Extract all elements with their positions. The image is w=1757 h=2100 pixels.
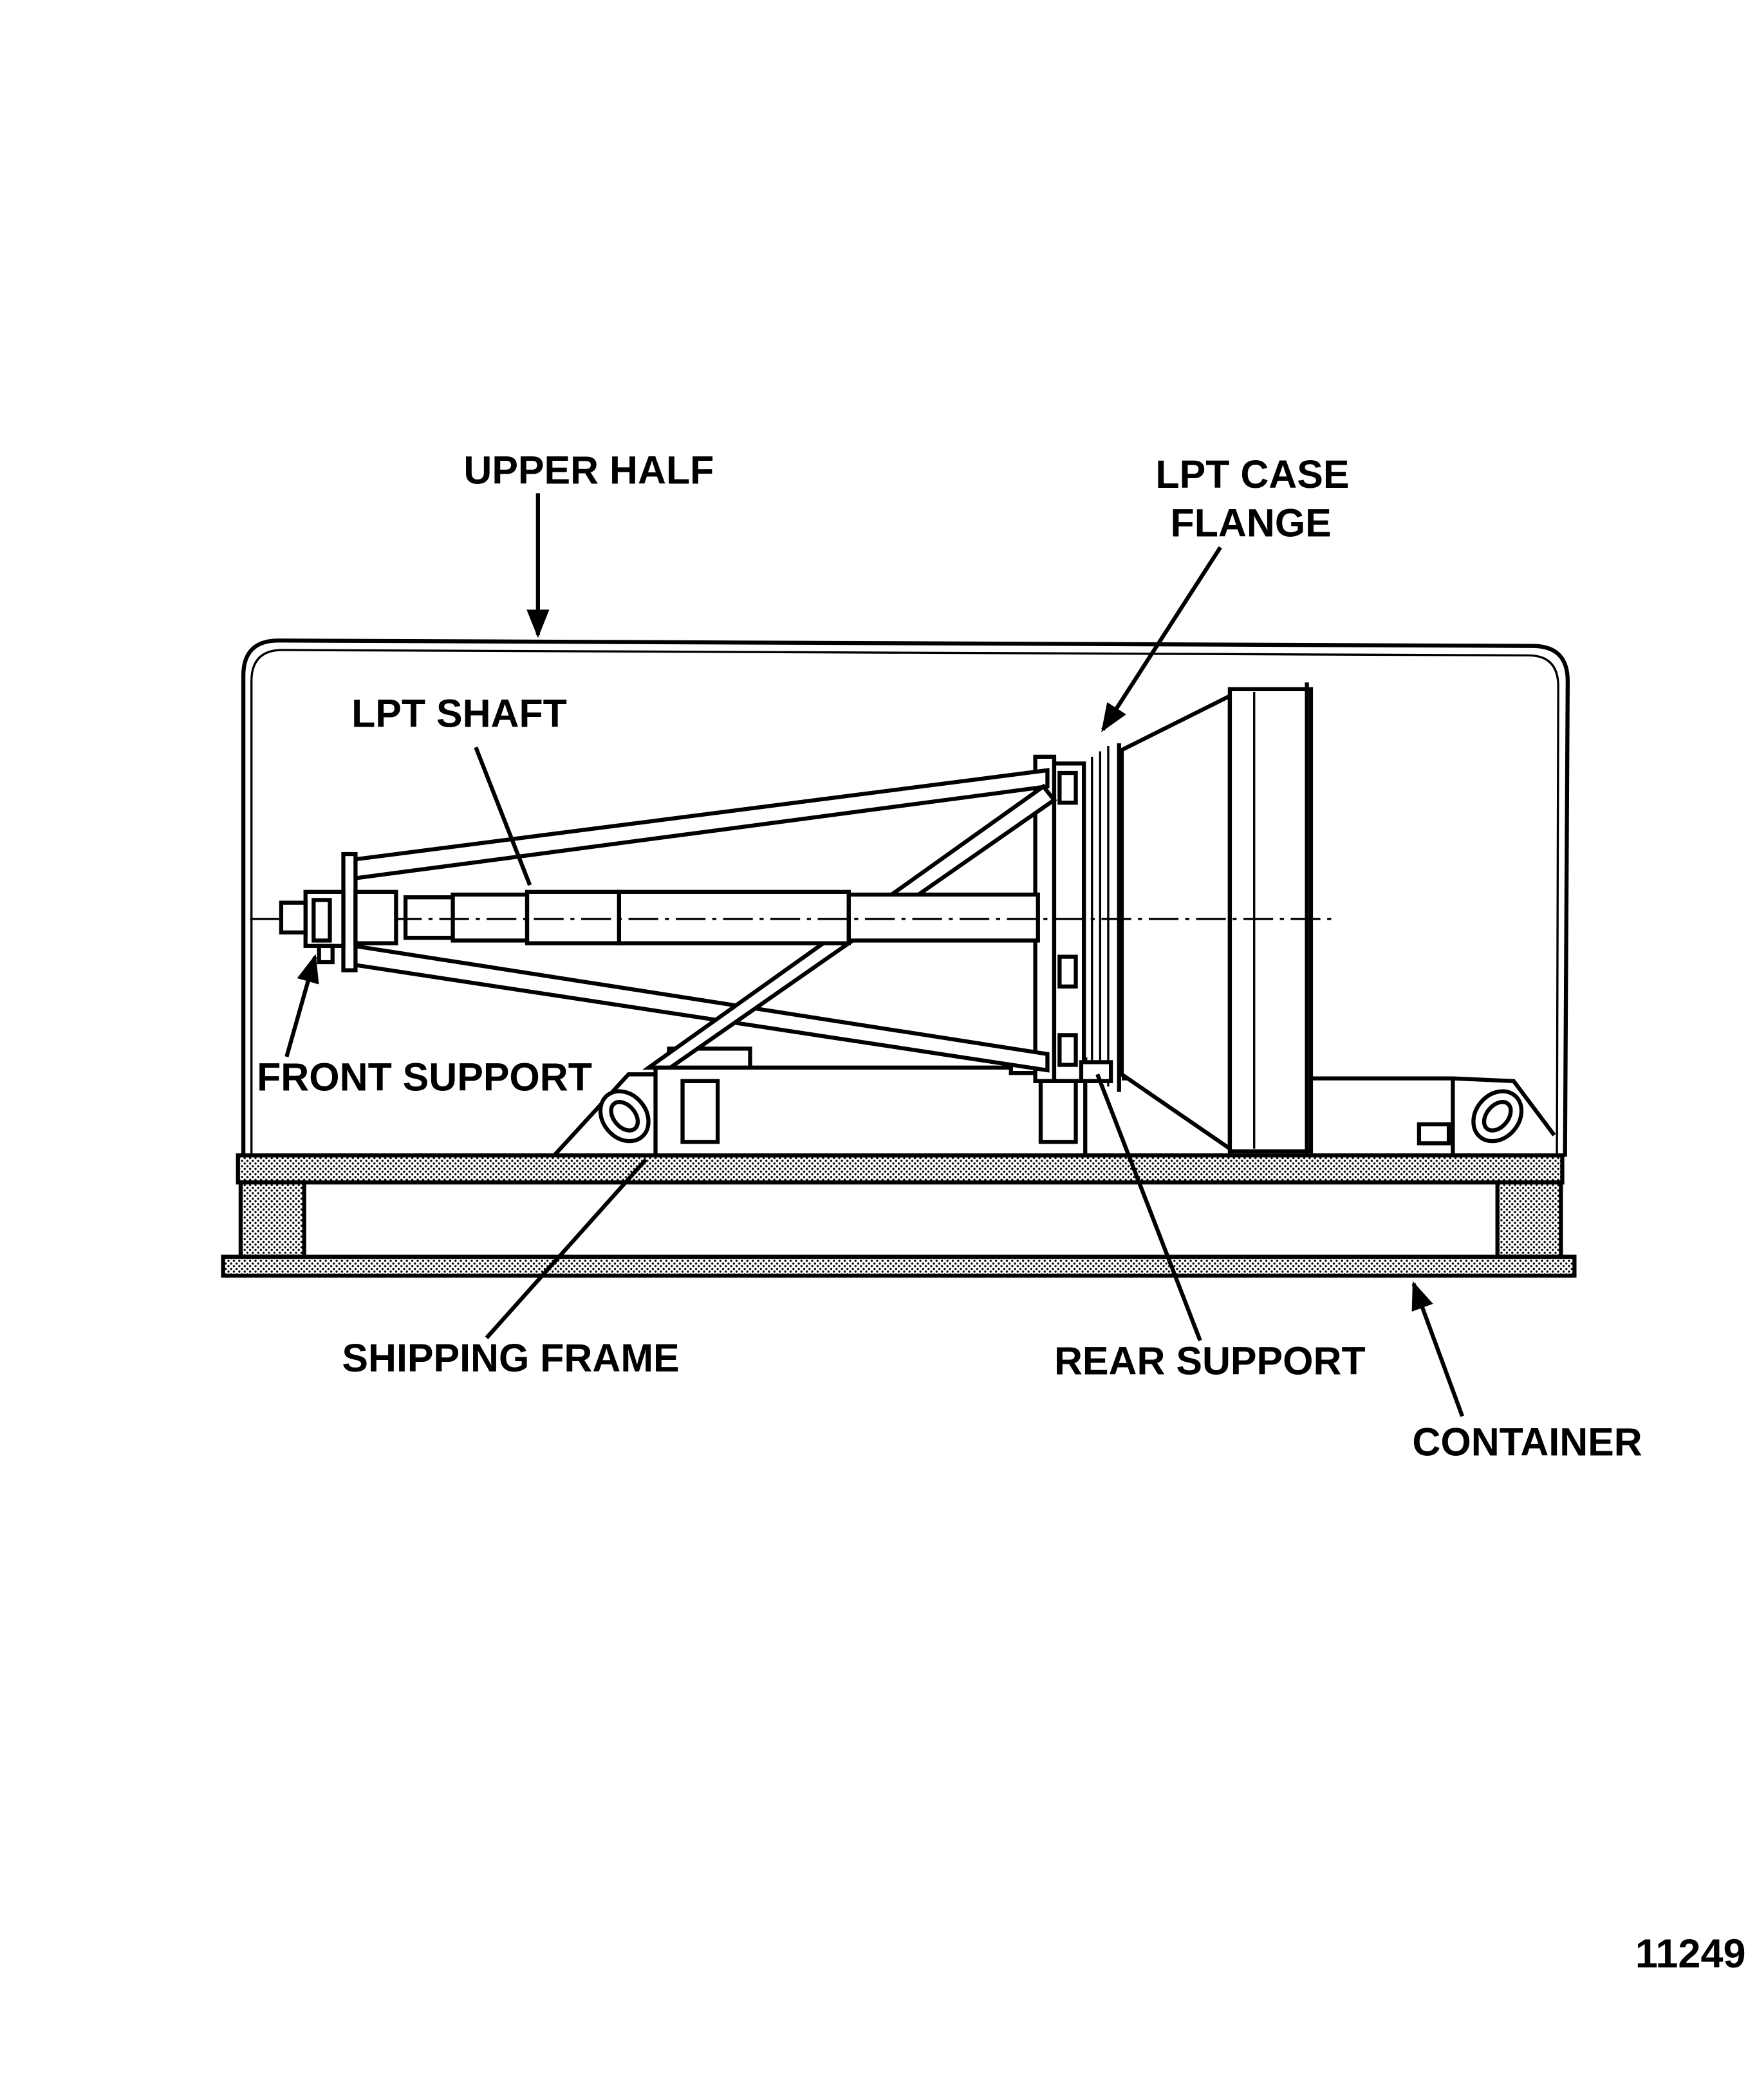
- label-upper-half: UPPER HALF: [463, 449, 714, 492]
- lpt-shaft: [250, 889, 1332, 945]
- figure-number: 11249: [1635, 1931, 1746, 1976]
- lpt-case: [1119, 682, 1314, 1156]
- container-base: [221, 1153, 1577, 1278]
- leader-lines: [284, 493, 1465, 1417]
- label-lpt-shaft: LPT SHAFT: [351, 692, 567, 736]
- front-support: [279, 851, 398, 972]
- upper-half-cover: [241, 638, 1570, 1157]
- label-shipping-frame: SHIPPING FRAME: [342, 1336, 679, 1380]
- label-lpt-case: LPT CASE: [1155, 452, 1349, 496]
- shipping-frame: [552, 1046, 1556, 1158]
- label-container: CONTAINER: [1412, 1420, 1642, 1463]
- label-front-support: FRONT SUPPORT: [257, 1055, 592, 1099]
- label-rear-support: REAR SUPPORT: [1054, 1339, 1366, 1382]
- label-flange: FLANGE: [1171, 501, 1332, 545]
